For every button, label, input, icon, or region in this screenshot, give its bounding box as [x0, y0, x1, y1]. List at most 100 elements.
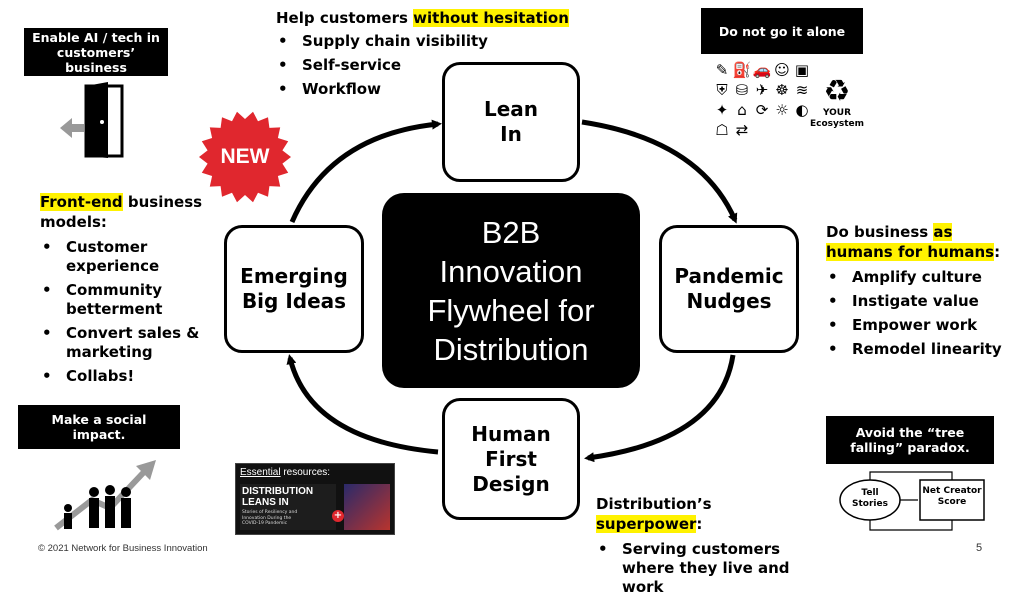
left-section: Front-end business models: Customer expe… [40, 192, 205, 391]
bottom-heading: Distribution’s superpower: [596, 494, 818, 534]
top-list: Supply chain visibility Self-service Wor… [276, 32, 576, 99]
flywheel-ring [286, 119, 738, 463]
ecosystem-item-icon: ✈ [755, 81, 769, 99]
center-line: Innovation [439, 253, 583, 289]
center-line: B2B [481, 214, 541, 250]
ecosystem-item-icon: ☖ [715, 121, 729, 139]
page-number: 5 [976, 542, 983, 554]
left-list: Customer experience Community betterment… [40, 238, 205, 386]
ecosystem-item-icon: ⇄ [735, 121, 749, 139]
resources-label: Essential resources: [236, 464, 394, 481]
list-item: Empower work [826, 316, 1016, 335]
social-impact-box: Make a social impact. [18, 405, 180, 449]
plus-icon: + [332, 510, 344, 522]
ecosystem-item-icon: ▣ [794, 61, 810, 79]
ecosystem-item-icon: ≋ [795, 81, 809, 99]
arrow-to-human-first [584, 354, 736, 463]
resources-label-underlined: Essential [240, 467, 281, 478]
ecosystem-item-icon: ☺ [774, 61, 790, 79]
ecosystem-grid: ✎⛽🚗☺▣ ⛨ ⛁ ✈ ☸ ≋ ✦ ⌂ ⟳ ☼ ◐ ☖ ⇄ [712, 60, 812, 140]
list-item: Convert sales & marketing [40, 324, 205, 362]
center-line: Distribution [433, 331, 589, 367]
ecosystem-item-icon: 🚗 [752, 61, 772, 79]
arrow-to-lean-in [289, 119, 442, 224]
heading-text: : [994, 243, 1001, 261]
node-label: In [500, 122, 522, 146]
center-hub: B2B Innovation Flywheel for Distribution [382, 193, 640, 388]
right-heading: Do business as humans for humans: [826, 222, 1016, 262]
growth-people-icon [54, 460, 156, 531]
ecosystem-item-icon: ✦ [715, 101, 729, 119]
node-label: Nudges [686, 289, 772, 313]
ecosystem-icons: ✎⛽🚗☺▣ ⛨ ⛁ ✈ ☸ ≋ ✦ ⌂ ⟳ ☼ ◐ ☖ ⇄ [712, 60, 822, 140]
book-cover-2[interactable] [344, 484, 390, 530]
left-heading: Front-end business models: [40, 192, 205, 232]
tell-stories-label: Tell Stories [852, 488, 888, 509]
ecosystem-item-icon: ⛽ [732, 61, 752, 79]
tree-falling-box: Avoid the “tree falling” paradox. [826, 416, 994, 464]
right-section: Do business as humans for humans: Amplif… [826, 222, 1016, 364]
node-label: Lean [483, 97, 539, 121]
list-item: Self-service [276, 56, 576, 75]
heading-highlight: without hesitation [413, 9, 569, 27]
new-badge: NEW [198, 110, 292, 204]
heading-text: Help customers [276, 9, 414, 27]
ecosystem-item-icon: ⛁ [735, 81, 749, 99]
tell-stories-cycle [839, 471, 985, 531]
arrow-to-emerging [286, 354, 439, 455]
ecosystem-item-icon: ✎ [715, 61, 729, 79]
copyright: © 2021 Network for Business Innovation [38, 543, 208, 554]
do-not-go-alone-box: Do not go it alone [701, 8, 863, 54]
node-label: Design [472, 471, 550, 496]
book-title: DISTRIBUTION LEANS IN [242, 486, 314, 508]
heading-highlight: superpower [596, 515, 697, 533]
top-heading: Help customers without hesitation [276, 8, 576, 28]
list-item: Collabs! [40, 367, 205, 386]
top-section: Help customers without hesitation Supply… [276, 8, 576, 104]
ecosystem-item-icon: ◐ [795, 101, 809, 119]
list-item: Instigate value [826, 292, 1016, 311]
net-creator-score-label: Net Creator Score [922, 486, 982, 507]
list-item: Customer experience [40, 238, 205, 276]
book-subtitle: Stories of Resiliency and Innovation Dur… [242, 510, 298, 526]
heading-text: Do business [826, 223, 934, 241]
resources-panel: Essential resources: DISTRIBUTION LEANS … [235, 463, 395, 535]
node-label: Emerging [240, 264, 348, 288]
your-ecosystem: ♻ YOUR Ecosystem [810, 76, 864, 130]
recycle-icon: ♻ [823, 74, 851, 109]
node-emerging-big-ideas: Emerging Big Ideas [224, 225, 364, 353]
list-item: Remodel linearity [826, 340, 1016, 359]
list-item: Workflow [276, 80, 576, 99]
starburst-icon [199, 111, 291, 203]
right-list: Amplify culture Instigate value Empower … [826, 268, 1016, 359]
enable-ai-box: Enable AI / tech in customers’ business [24, 28, 168, 76]
heading-text: business models: [40, 193, 203, 231]
list-item: Amplify culture [826, 268, 1016, 287]
book-cover[interactable]: DISTRIBUTION LEANS IN Stories of Resilie… [240, 484, 336, 530]
bottom-list: Serving customers where they live and wo… [596, 540, 818, 597]
center-line: Flywheel for [427, 292, 595, 328]
new-badge-label: NEW [220, 145, 270, 168]
ecosystem-item-icon: ⌂ [737, 101, 747, 119]
ecosystem-item-icon: ☼ [775, 101, 789, 119]
node-human-first-design: Human First Design [442, 398, 580, 520]
bottom-section: Distribution’s superpower: Serving custo… [596, 494, 818, 602]
heading-highlight: Front-end [40, 193, 123, 211]
node-label: Human [471, 421, 551, 446]
list-item: Supply chain visibility [276, 32, 576, 51]
ecosystem-item-icon: ☸ [775, 81, 789, 99]
node-label: Pandemic [674, 264, 784, 288]
heading-text: Distribution’s [596, 495, 712, 513]
node-label: First [485, 446, 537, 471]
list-item: Serving customers where they live and wo… [596, 540, 818, 597]
ecosystem-item-icon: ⟳ [755, 101, 769, 119]
door-exit-icon [60, 82, 124, 158]
node-label: Big Ideas [241, 289, 347, 313]
heading-text: : [696, 515, 703, 533]
node-pandemic-nudges: Pandemic Nudges [659, 225, 799, 353]
arrow-to-pandemic [581, 119, 738, 224]
ecosystem-label: YOUR Ecosystem [810, 108, 865, 129]
resources-label-rest: resources: [280, 467, 331, 478]
list-item: Community betterment [40, 281, 205, 319]
ecosystem-item-icon: ⛨ [716, 81, 728, 99]
